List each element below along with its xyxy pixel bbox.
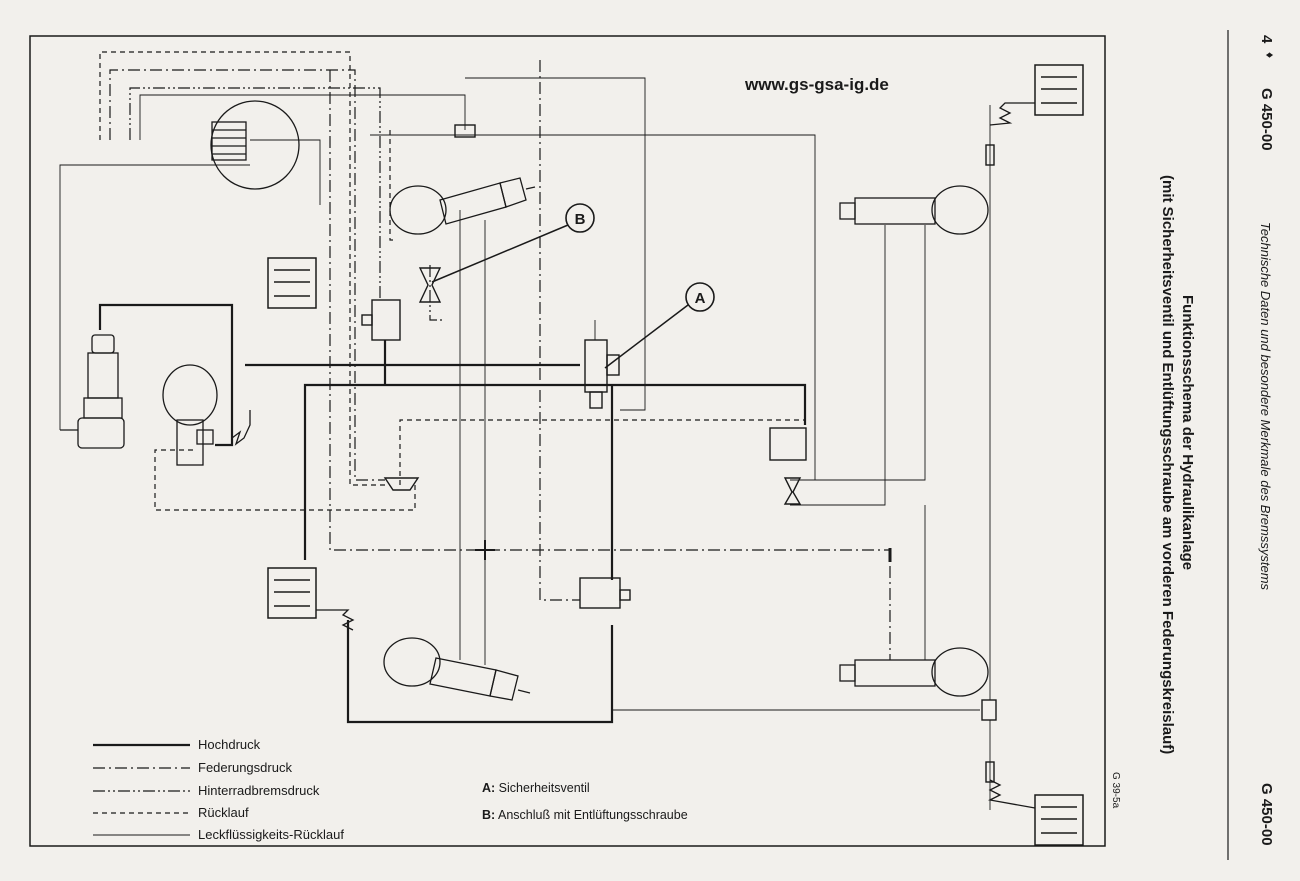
callout-a-label: A [695, 290, 706, 307]
rear-brake-lines [129, 87, 445, 321]
brake-caliper-icon [1034, 64, 1084, 116]
legend-item-label: Rücklauf [198, 805, 249, 820]
brake-hose-icon [231, 410, 251, 446]
pump-icon [60, 334, 125, 449]
legend-item-label: Hinterradbremsdruck [198, 783, 320, 798]
note-b: B: Anschluß mit Entlüftungsschraube [482, 808, 688, 822]
tee-junction-icon [383, 124, 997, 783]
bleed-connection-icon [418, 267, 442, 303]
pressure-regulator-icon [361, 299, 401, 341]
brake-hose-icon [987, 779, 1036, 809]
high-pressure-lines [98, 303, 807, 724]
brake-valve-icon [579, 577, 631, 609]
safety-valve-icon [584, 339, 620, 409]
callout-b-label: B [575, 211, 586, 228]
document-code-top: G 450-00 [1258, 88, 1275, 151]
suspension-cylinder-front-right-icon [839, 185, 989, 235]
legend: Hochdruck Federungsdruck Hinterradbremsd… [93, 737, 344, 842]
brake-caliper-icon [1034, 794, 1084, 846]
note-a: A: Sicherheitsventil [482, 781, 590, 795]
callout-a: A [604, 282, 715, 369]
suspension-cylinder-rear-left-icon [383, 637, 531, 701]
reservoir-icon [210, 100, 300, 190]
suspension-cylinder-front-left-icon [389, 177, 536, 235]
legend-item-label: Federungsdruck [198, 760, 292, 775]
page-number: 4 [1258, 35, 1275, 44]
section-subtitle: Technische Daten und besondere Merkmale … [1258, 222, 1273, 591]
legend-item-label: Hochdruck [198, 737, 261, 752]
brake-hose-icon [316, 609, 355, 631]
legend-item-label: Leckflüssigkeits-Rücklauf [198, 827, 344, 842]
return-lines [99, 51, 805, 511]
diagram-title: Funktionsschema der Hydraulikanlage [1179, 295, 1196, 570]
suspension-cylinder-rear-right-icon [839, 647, 989, 697]
document-code-bottom: G 450-00 [1258, 783, 1275, 846]
leak-return-lines [59, 77, 991, 810]
brake-caliper-icon [267, 257, 317, 309]
callout-b: B [431, 203, 595, 283]
brake-hose-icon [989, 102, 1035, 126]
brake-caliper-icon [267, 567, 317, 619]
security-valve-right-icon [769, 427, 807, 505]
diagram-subtitle: (mit Sicherheitsventil und Entlüftungssc… [1159, 175, 1176, 754]
figure-reference: G 39-5a [1110, 772, 1121, 809]
diamond-icon: ♦ [1263, 52, 1277, 58]
diagram-frame [29, 35, 1106, 847]
notes: A: Sicherheitsventil B: Anschluß mit Ent… [482, 781, 688, 822]
website-url: www.gs-gsa-ig.de [744, 75, 889, 94]
cross-junction-left [475, 540, 495, 560]
suspension-pressure-lines [109, 60, 891, 660]
accumulator-left-icon [162, 364, 218, 466]
